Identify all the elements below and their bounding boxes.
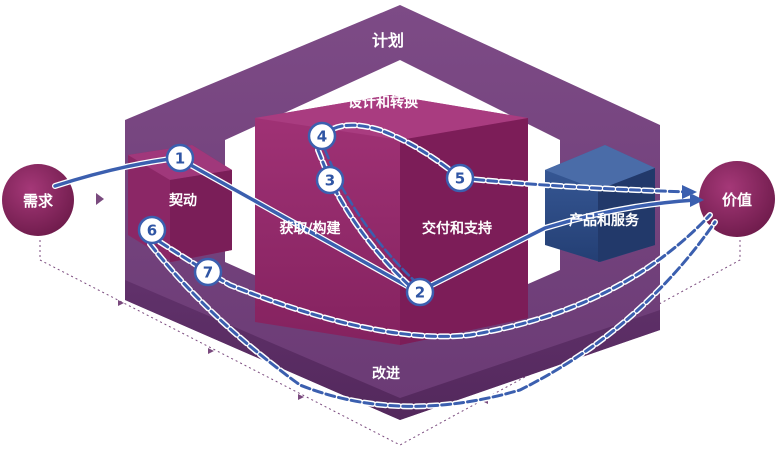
demand-node	[2, 164, 74, 236]
svg-text:5: 5	[455, 170, 465, 188]
value-node	[699, 161, 775, 237]
engage-label: 契动	[168, 192, 197, 209]
svg-text:4: 4	[317, 128, 327, 146]
step-4: 4	[307, 121, 337, 151]
dashed-arrowhead	[682, 185, 697, 199]
svg-text:3: 3	[325, 172, 335, 190]
step-1: 1	[165, 143, 195, 173]
svg-text:7: 7	[203, 264, 213, 282]
step-2: 2	[405, 277, 435, 307]
svg-text:6: 6	[147, 222, 157, 240]
step-6: 6	[137, 215, 167, 245]
demand-label: 需求	[23, 192, 54, 210]
solid-path-inner	[53, 156, 697, 294]
value-label: 价值	[722, 191, 752, 209]
arrow-to-engage	[96, 193, 104, 205]
step-3: 3	[315, 165, 345, 195]
svg-text:2: 2	[415, 284, 425, 302]
svg-text:1: 1	[175, 150, 185, 168]
improve-label: 改进	[372, 365, 400, 382]
step-7: 7	[193, 257, 223, 287]
design-label: 设计和转换	[348, 94, 419, 111]
obtain-label: 获取/构建	[279, 220, 340, 237]
products-label: 产品和服务	[569, 212, 640, 229]
deliver-label: 交付和支持	[422, 220, 492, 237]
plan-label: 计划	[372, 31, 404, 50]
step-5: 5	[445, 163, 475, 193]
solid-arrowhead	[690, 193, 704, 207]
